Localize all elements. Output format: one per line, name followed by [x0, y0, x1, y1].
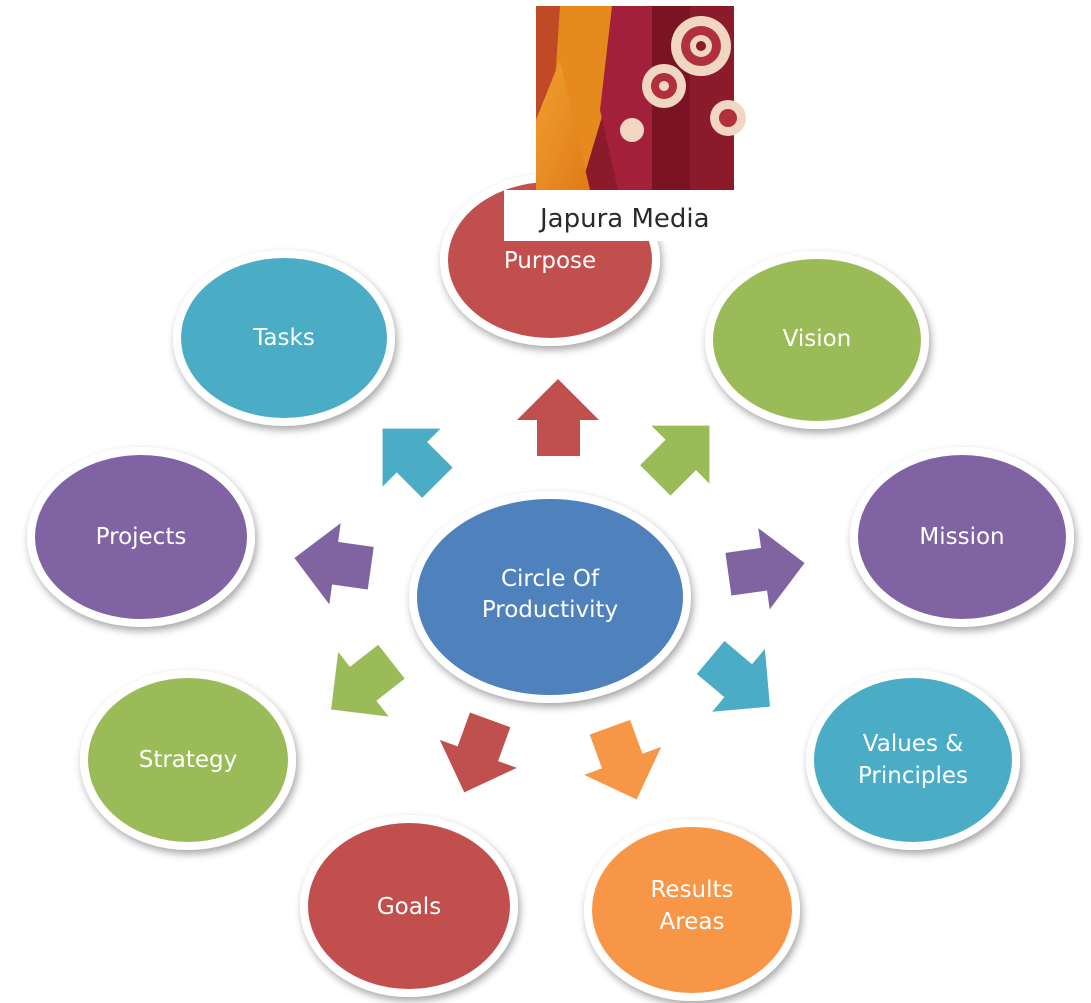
center-label-line-1: Circle Of	[501, 566, 600, 592]
node-projects: Projects	[27, 447, 255, 627]
arrow-mission	[725, 528, 805, 610]
node-results-label-line-1: Results	[650, 877, 733, 903]
arrow-up-left-icon	[382, 428, 453, 498]
center-node: Circle Of Productivity	[409, 491, 691, 703]
node-vision-label: Vision	[783, 326, 852, 352]
logo-text: Japura Media	[538, 204, 710, 234]
node-results-label-line-2: Areas	[660, 909, 725, 935]
node-mission-label: Mission	[919, 524, 1004, 550]
node-values-principles: Values & Principles	[806, 670, 1020, 850]
japura-media-logo: Japura Media	[504, 6, 746, 241]
arrow-projects	[294, 523, 374, 605]
arrow-purpose	[517, 379, 599, 456]
node-strategy: Strategy	[80, 670, 296, 850]
arrow-tasks	[382, 428, 453, 498]
arrow-down-left-icon	[331, 644, 405, 717]
node-purpose-label: Purpose	[504, 248, 596, 274]
node-tasks-label: Tasks	[252, 325, 315, 351]
arrow-left-icon	[294, 523, 374, 605]
arrow-values	[696, 641, 770, 712]
arrow-goals	[439, 712, 517, 793]
logo-m-mark-icon	[536, 6, 746, 190]
arrow-up-right-icon	[640, 425, 710, 496]
arrow-results	[584, 719, 662, 800]
node-tasks: Tasks	[173, 250, 395, 426]
arrow-vision	[640, 425, 710, 496]
arrow-down-icon	[584, 719, 662, 800]
node-goals-label: Goals	[377, 894, 441, 920]
center-label-line-2: Productivity	[482, 597, 618, 623]
node-results-areas: Results Areas	[584, 819, 800, 1001]
arrow-up-icon	[517, 379, 599, 456]
node-vision: Vision	[705, 251, 929, 429]
node-mission: Mission	[850, 447, 1074, 627]
arrow-down-icon	[439, 712, 517, 793]
arrow-down-right-icon	[696, 641, 770, 712]
node-projects-label: Projects	[96, 524, 187, 550]
node-values-label-line-1: Values &	[863, 731, 963, 757]
arrow-strategy	[331, 644, 405, 717]
arrow-right-icon	[725, 528, 805, 610]
node-strategy-label: Strategy	[139, 747, 238, 773]
node-goals: Goals	[300, 815, 518, 997]
node-values-label-line-2: Principles	[858, 763, 968, 789]
